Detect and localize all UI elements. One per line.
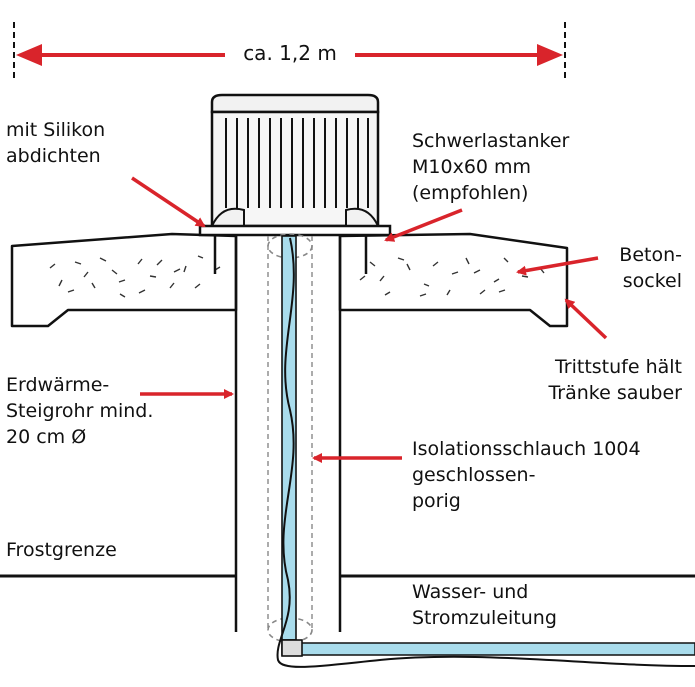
dimension-line <box>13 22 566 80</box>
water-pipe <box>281 235 695 657</box>
dimension-label: ca. 1,2 m <box>243 41 337 65</box>
label-zuleitung: Wasser- und Stromzuleitung <box>412 581 557 629</box>
concrete-base <box>10 225 569 328</box>
sockel-arrow <box>516 256 599 276</box>
label-trittstufe: Trittstufe hält Tränke sauber <box>548 356 682 404</box>
label-frostgrenze: Frostgrenze <box>6 539 117 561</box>
trittstufe-arrow <box>564 298 608 340</box>
callout-arrows <box>131 176 608 463</box>
label-steigrohr: Erdwärme- Steigrohr mind. 20 cm Ø <box>6 374 154 448</box>
drinker-housing <box>198 93 392 237</box>
label-schlauch: Isolationsschlauch 1004 geschlossen- por… <box>412 438 641 512</box>
label-anker: Schwerlastanker M10x60 mm (empfohlen) <box>412 130 570 204</box>
anker-arrow <box>384 208 463 242</box>
silikon-arrow <box>131 176 206 228</box>
label-silikon: mit Silikon abdichten <box>6 119 106 167</box>
label-sockel: Beton- sockel <box>619 244 682 292</box>
power-cable <box>276 237 695 668</box>
